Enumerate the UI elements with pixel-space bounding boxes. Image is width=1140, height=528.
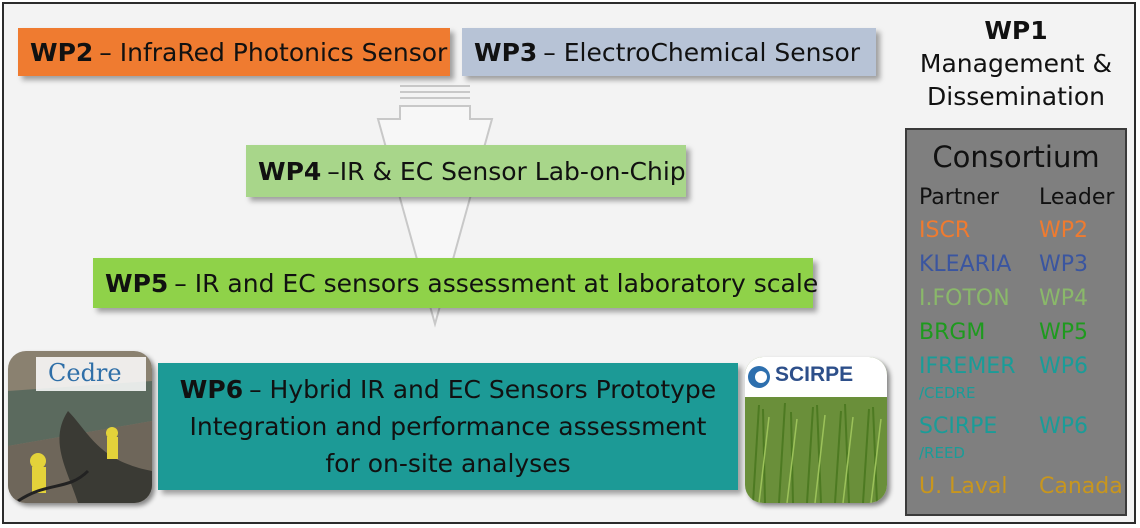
flow-arrow [376, 85, 494, 328]
header-leader: Leader [1039, 185, 1115, 210]
consortium-panel: Consortium Partner Leader ISCR WP2 KLEAR… [905, 128, 1127, 516]
consortium-title: Consortium [932, 140, 1100, 174]
wp2-box: WP2– InfraRed Photonics Sensor [18, 28, 450, 76]
wp1-line2: Dissemination [927, 82, 1105, 111]
wp5-title: – IR and EC sensors assessment at labora… [174, 268, 819, 298]
wp3-code: WP3 [474, 37, 538, 67]
wp4-box: WP4–IR & EC Sensor Lab-on-Chip [246, 145, 686, 197]
partner-sub: /REED [919, 444, 965, 462]
wp6-line3: for on-site analyses [325, 449, 571, 478]
partner-sub: /CEDRE [919, 384, 976, 402]
partner-name: BRGM [919, 320, 986, 345]
header-partner: Partner [919, 185, 999, 210]
partner-name: IFREMER [919, 354, 1016, 379]
partner-name: KLEARIA [919, 252, 1012, 277]
wp1-code: WP1 [984, 16, 1048, 45]
wp6-code: WP6 [179, 375, 244, 404]
partner-leader: WP6 [1039, 414, 1089, 439]
wp2-title: – InfraRed Photonics Sensor [99, 37, 448, 67]
scirpe-logo: SCIRPE [775, 363, 854, 386]
cedre-logo: Cedre [48, 359, 122, 387]
partner-leader: WP5 [1039, 320, 1089, 345]
wp6-line1: – Hybrid IR and EC Sensors Prototype [249, 375, 717, 404]
wp4-title: –IR & EC Sensor Lab-on-Chip [327, 156, 686, 186]
partner-leader: WP2 [1039, 218, 1089, 243]
wp2-code: WP2 [30, 37, 94, 67]
scirpe-photo: SCIRPE [745, 357, 887, 503]
partner-leader: WP6 [1039, 354, 1089, 379]
partner-name: SCIRPE [919, 414, 998, 439]
wp5-code: WP5 [105, 268, 169, 298]
wp1-line1: Management & [919, 49, 1113, 78]
wp5-box: WP5– IR and EC sensors assessment at lab… [93, 258, 818, 308]
wp3-title: – ElectroChemical Sensor [543, 37, 861, 67]
partner-leader: Canada [1039, 474, 1123, 499]
partner-name: ISCR [919, 218, 971, 243]
partner-leader: WP3 [1039, 252, 1089, 277]
partner-name: I.FOTON [919, 286, 1010, 311]
partner-name: U. Laval [919, 474, 1008, 499]
wp6-line2: Integration and performance assessment [189, 412, 707, 441]
cedre-photo: Cedre [8, 351, 152, 503]
wp3-box: WP3– ElectroChemical Sensor [462, 28, 876, 76]
wp6-box: WP6– Hybrid IR and EC Sensors Prototype … [158, 363, 738, 490]
wp4-code: WP4 [258, 156, 322, 186]
partner-leader: WP4 [1039, 286, 1089, 311]
wp1-block: WP1 Management & Dissemination [906, 14, 1126, 113]
